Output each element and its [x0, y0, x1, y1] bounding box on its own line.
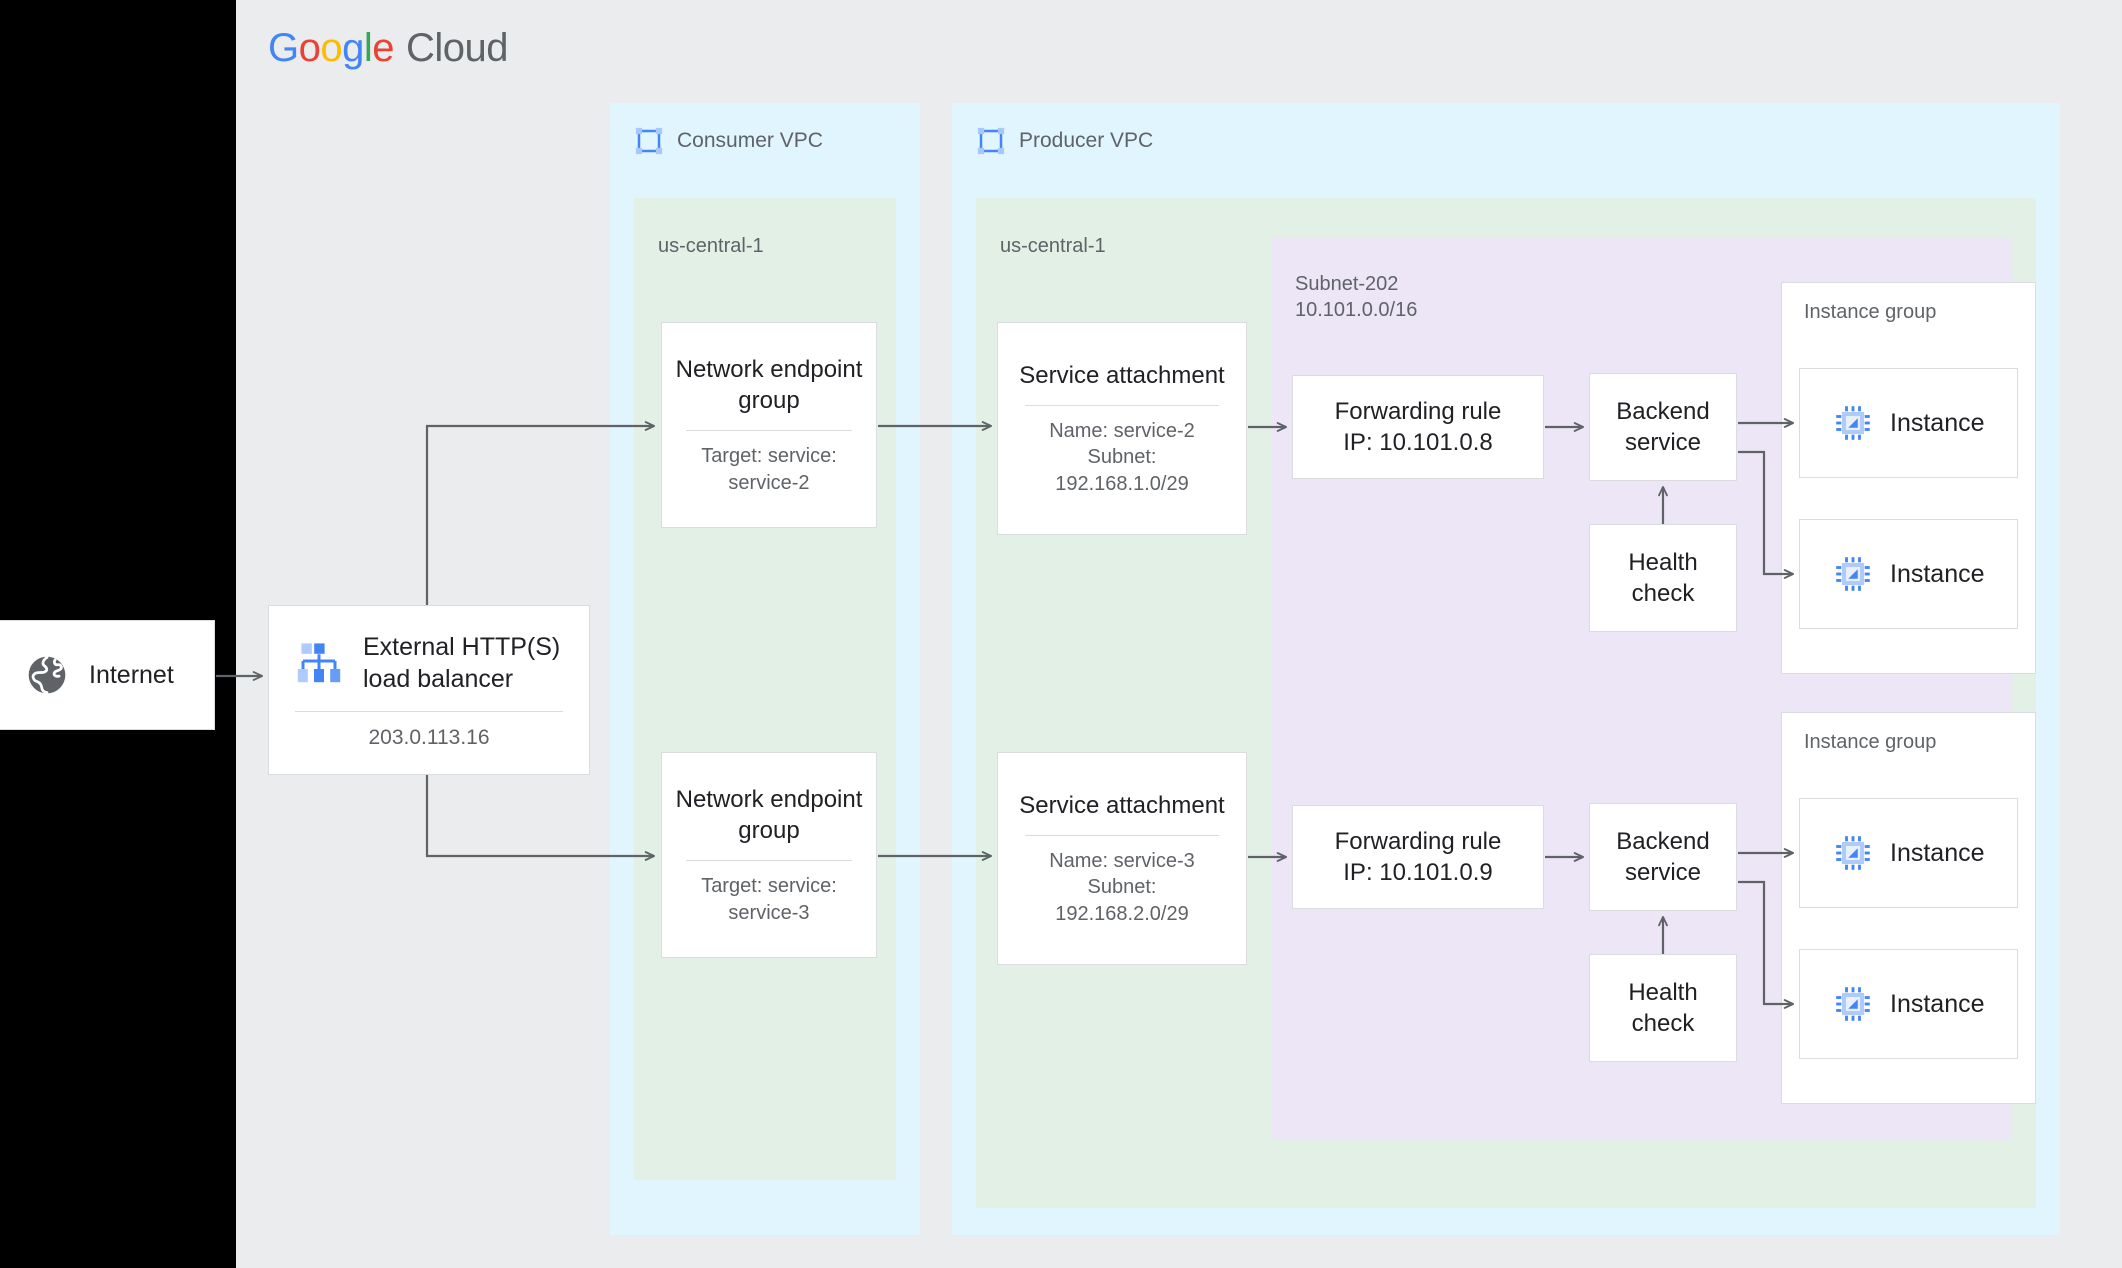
- neg-1-divider: [685, 430, 853, 432]
- service-attachment-2-divider: [1025, 834, 1219, 836]
- logo-word-cloud: Cloud: [406, 26, 509, 70]
- instance-icon: [1836, 557, 1870, 591]
- load-balancer-divider: [295, 710, 563, 712]
- logo-letter-l: l: [363, 26, 373, 70]
- load-balancer-title: External HTTP(S) load balancer: [363, 632, 561, 693]
- instance-2-2-label: Instance: [1890, 989, 1985, 1018]
- service-attachment-1-divider: [1025, 404, 1219, 406]
- instance-1-2-label: Instance: [1890, 559, 1985, 588]
- neg-2-target: Target: service: service-3: [701, 875, 837, 924]
- load-balancer-ip: 203.0.113.16: [368, 725, 490, 749]
- service-attachment-1[interactable]: Service attachment Name: service-2 Subne…: [997, 322, 1247, 535]
- load-balancer-icon: [297, 642, 341, 682]
- neg-2-divider: [685, 860, 853, 862]
- health-check-1[interactable]: Health check: [1589, 524, 1737, 632]
- forwarding-rule-2[interactable]: Forwarding rule IP: 10.101.0.9: [1292, 805, 1544, 909]
- load-balancer-card[interactable]: External HTTP(S) load balancer 203.0.113…: [268, 605, 590, 775]
- service-attachment-1-details: Name: service-2 Subnet: 192.168.1.0/29: [1049, 419, 1195, 495]
- logo-letter-G: G: [268, 26, 299, 70]
- vpc-icon: [977, 127, 1005, 155]
- consumer-vpc-header: Consumer VPC: [634, 126, 823, 156]
- instance-icon: [1836, 406, 1870, 440]
- backend-service-2[interactable]: Backend service: [1589, 803, 1737, 911]
- producer-region-label: us-central-1: [1000, 235, 1106, 257]
- service-attachment-2[interactable]: Service attachment Name: service-3 Subne…: [997, 752, 1247, 965]
- forwarding-rule-1[interactable]: Forwarding rule IP: 10.101.0.8: [1292, 375, 1544, 479]
- instance-1-2[interactable]: Instance: [1799, 519, 2018, 629]
- service-attachment-1-title: Service attachment: [1019, 361, 1225, 389]
- instance-icon: [1836, 987, 1870, 1021]
- instance-icon: [1836, 836, 1870, 870]
- producer-vpc-label: Producer VPC: [1019, 129, 1154, 152]
- internet-label: Internet: [89, 661, 174, 689]
- health-check-2[interactable]: Health check: [1589, 954, 1737, 1062]
- logo-letter-g: g: [342, 26, 364, 70]
- backend-service-1[interactable]: Backend service: [1589, 373, 1737, 481]
- globe-icon: [28, 656, 66, 694]
- service-attachment-2-title: Service attachment: [1019, 791, 1225, 819]
- subnet-202-label: Subnet-202 10.101.0.0/16: [1295, 273, 1418, 321]
- internet-card[interactable]: Internet: [0, 620, 215, 730]
- instance-2-1-label: Instance: [1890, 838, 1985, 867]
- neg-2-title: Network endpoint group: [675, 785, 863, 844]
- instance-1-1[interactable]: Instance: [1799, 368, 2018, 478]
- instance-2-1[interactable]: Instance: [1799, 798, 2018, 908]
- instance-1-1-label: Instance: [1890, 408, 1985, 437]
- producer-vpc-header: Producer VPC: [976, 126, 1153, 156]
- network-endpoint-group-2[interactable]: Network endpoint group Target: service: …: [661, 752, 877, 958]
- logo-letter-o2: o: [320, 26, 343, 70]
- network-endpoint-group-1[interactable]: Network endpoint group Target: service: …: [661, 322, 877, 528]
- logo-letter-e: e: [372, 26, 395, 70]
- consumer-region-label: us-central-1: [658, 235, 764, 257]
- instance-group-2-label: Instance group: [1804, 731, 1937, 753]
- neg-1-title: Network endpoint group: [675, 355, 863, 414]
- neg-1-target: Target: service: service-2: [701, 445, 837, 494]
- service-attachment-2-details: Name: service-3 Subnet: 192.168.2.0/29: [1049, 849, 1195, 925]
- logo-letter-o1: o: [298, 26, 321, 70]
- instance-group-1-label: Instance group: [1804, 301, 1937, 323]
- consumer-vpc-label: Consumer VPC: [677, 129, 823, 152]
- vpc-icon: [635, 127, 663, 155]
- instance-2-2[interactable]: Instance: [1799, 949, 2018, 1059]
